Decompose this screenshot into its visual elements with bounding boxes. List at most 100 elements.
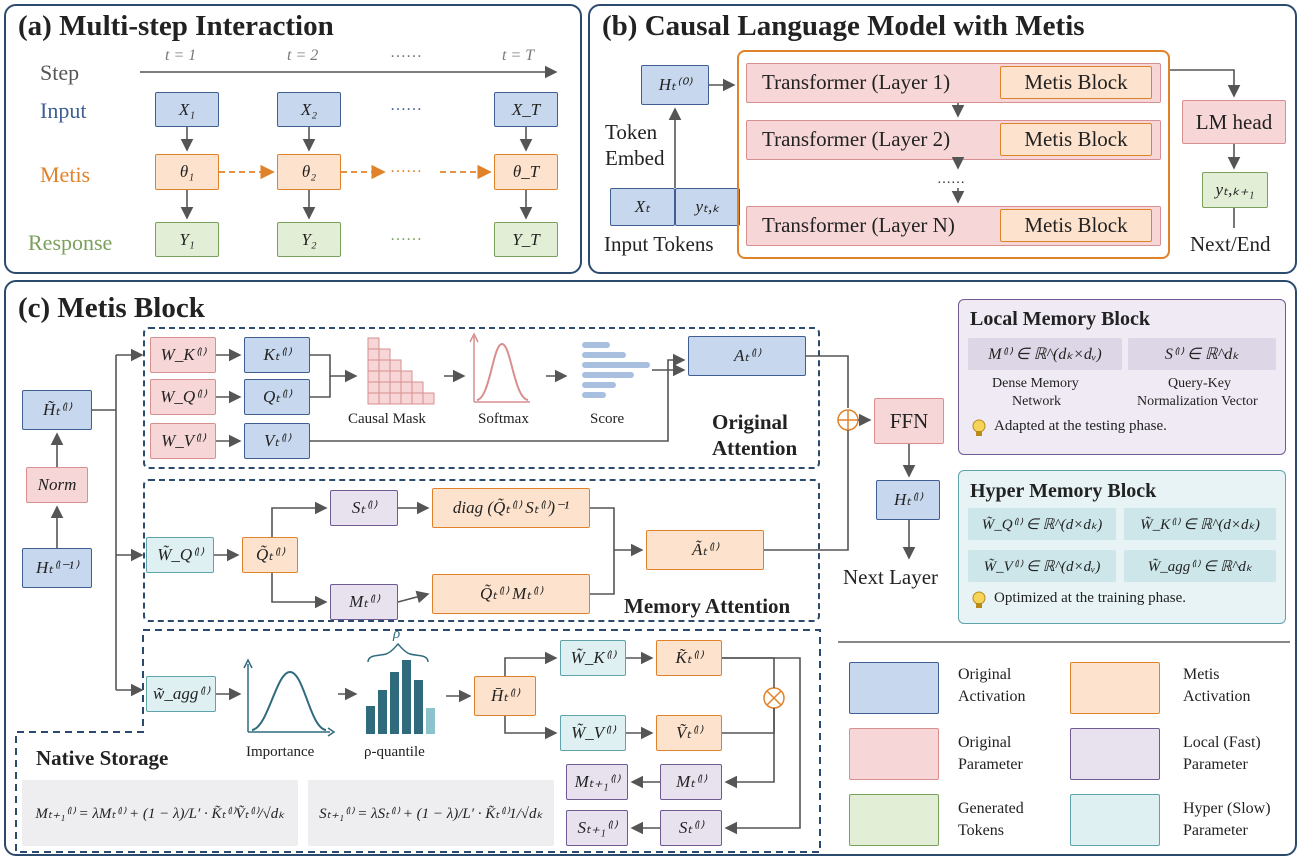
legend-swatch-original-parameter xyxy=(849,728,939,780)
s-box: Sₜ⁽ˡ⁾ xyxy=(330,490,398,526)
legend-label-original-activation-2: Activation xyxy=(958,688,1026,705)
input-tokens-label: Input Tokens xyxy=(604,232,714,256)
transformer-stack-frame xyxy=(737,50,1170,259)
step-label-1: t = 1 xyxy=(165,47,197,64)
metis-block-2: Metis Block xyxy=(1000,123,1152,156)
hyper-memory-wq: W̃_Q⁽ˡ⁾ ∈ ℝ^(d×dₖ) xyxy=(968,508,1116,540)
theta-1: θ₁ xyxy=(155,154,219,190)
v-tilde-box: Ṽₜ⁽ˡ⁾ xyxy=(656,715,722,751)
m-next-box: Mₜ₊₁⁽ˡ⁾ xyxy=(566,764,628,800)
output-yT: Y_T xyxy=(494,222,558,257)
next-layer-label: Next Layer xyxy=(843,565,939,589)
v-box: Vₜ⁽ˡ⁾ xyxy=(244,423,310,459)
qm-box: Q̃ₜ⁽ˡ⁾ Mₜ⁽ˡ⁾ xyxy=(432,574,590,614)
legend-label-local-parameter-2: Parameter xyxy=(1183,756,1248,773)
equation-s: Sₜ₊₁⁽ˡ⁾ = λSₜ⁽ˡ⁾ + (1 − λ)/L′ · K̃ₜ⁽ˡ⁾1/… xyxy=(308,780,554,846)
lm-head: LM head xyxy=(1182,100,1286,144)
h-tilde-box: H̃ₜ⁽ˡ⁾ xyxy=(22,390,92,430)
input-ellipsis: …… xyxy=(390,97,422,114)
legend-label-hyper-parameter-1: Hyper (Slow) xyxy=(1183,800,1271,817)
equation-m: Mₜ₊₁⁽ˡ⁾ = λMₜ⁽ˡ⁾ + (1 − λ)/L′ · K̃ₜ⁽ˡ⁾Ṽₜ… xyxy=(22,780,298,846)
rho-quantile-label: ρ-quantile xyxy=(364,744,425,760)
legend-swatch-metis-activation xyxy=(1070,662,1160,714)
output-ellipsis: …… xyxy=(390,227,422,244)
s-next-box: Sₜ₊₁⁽ˡ⁾ xyxy=(566,810,628,846)
step-label-2: t = 2 xyxy=(287,47,319,64)
panel-c-title: (c) Metis Block xyxy=(18,292,205,324)
panel-a xyxy=(4,4,582,274)
h-prev-box: Hₜ⁽ˡ⁻¹⁾ xyxy=(22,548,92,588)
step-ellipsis: …… xyxy=(390,44,422,61)
original-attention-label-1: Original xyxy=(712,410,788,434)
hyper-memory-note: Optimized at the training phase. xyxy=(994,590,1187,606)
hyper-memory-wagg: W̃_agg⁽ˡ⁾ ∈ ℝ^dₖ xyxy=(1124,550,1276,582)
hyper-memory-wv: W̃_V⁽ˡ⁾ ∈ ℝ^(d×dᵥ) xyxy=(968,550,1116,582)
hyper-memory-block xyxy=(958,470,1286,624)
hyper-memory-wk: W̃_K⁽ˡ⁾ ∈ ℝ^(d×dₖ) xyxy=(1124,508,1276,540)
hyper-memory-title: Hyper Memory Block xyxy=(970,480,1157,502)
w-agg-box: w̃_agg⁽ˡ⁾ xyxy=(146,676,216,712)
softmax-label: Softmax xyxy=(478,411,529,427)
token-embed-label-2: Embed xyxy=(605,146,665,170)
q-tilde-box: Q̃ₜ⁽ˡ⁾ xyxy=(242,537,298,573)
input-xT: X_T xyxy=(494,92,558,127)
k-box: Kₜ⁽ˡ⁾ xyxy=(244,337,310,373)
h0-box: Hₜ⁽⁰⁾ xyxy=(641,65,709,105)
legend-label-metis-activation-1: Metis xyxy=(1183,666,1220,683)
transformer-layer-1-label: Transformer (Layer 1) xyxy=(762,70,951,94)
output-y2: Y₂ xyxy=(277,222,341,257)
importance-label: Importance xyxy=(246,744,315,760)
legend-divider xyxy=(838,641,1290,643)
panel-a-title: (a) Multi-step Interaction xyxy=(18,10,334,42)
m-cur-box: Mₜ⁽ˡ⁾ xyxy=(660,764,722,800)
a-box: Aₜ⁽ˡ⁾ xyxy=(688,336,806,376)
diag-box: diag (Q̃ₜ⁽ˡ⁾ Sₜ⁽ˡ⁾)⁻¹ xyxy=(432,488,590,528)
wq-box: W_Q⁽ˡ⁾ xyxy=(150,379,216,415)
input-token-x: Xₜ xyxy=(610,188,675,226)
theta-2: θ₂ xyxy=(277,154,341,190)
wv-box: W_V⁽ˡ⁾ xyxy=(150,423,216,459)
original-attention-region xyxy=(143,327,820,469)
local-memory-note: Adapted at the testing phase. xyxy=(994,418,1167,434)
norm-box: Norm xyxy=(26,467,88,503)
transformer-layer-n-label: Transformer (Layer N) xyxy=(762,213,955,237)
score-label: Score xyxy=(590,411,625,427)
legend-label-generated-tokens-2: Tokens xyxy=(958,822,1004,839)
local-memory-block xyxy=(958,299,1286,455)
theta-ellipsis: …… xyxy=(390,159,422,176)
local-memory-s-desc-2: Normalization Vector xyxy=(1137,394,1258,409)
token-embed-label-1: Token xyxy=(605,120,658,144)
rho-label: ρ xyxy=(393,626,401,642)
input-x2: X₂ xyxy=(277,92,341,127)
row-label-metis: Metis xyxy=(40,162,91,187)
memory-attention-label: Memory Attention xyxy=(624,594,791,618)
legend-label-metis-activation-2: Activation xyxy=(1183,688,1251,705)
local-memory-m-desc-1: Dense Memory xyxy=(992,376,1079,391)
local-memory-title: Local Memory Block xyxy=(970,308,1150,330)
input-token-y: yₜ,ₖ xyxy=(675,188,740,226)
local-memory-s-formula: S⁽ˡ⁾ ∈ ℝ^dₖ xyxy=(1128,338,1276,370)
legend-swatch-local-parameter xyxy=(1070,728,1160,780)
row-label-input: Input xyxy=(40,98,87,123)
causal-mask-label: Causal Mask xyxy=(348,411,426,427)
legend-label-hyper-parameter-2: Parameter xyxy=(1183,822,1248,839)
native-storage-label: Native Storage xyxy=(36,746,169,770)
ffn-box: FFN xyxy=(874,398,944,444)
output-y1: Y₁ xyxy=(155,222,219,257)
legend-label-generated-tokens-1: Generated xyxy=(958,800,1024,817)
local-memory-m-formula: M⁽ˡ⁾ ∈ ℝ^(dₖ×dᵥ) xyxy=(968,338,1122,370)
panel-b-title: (b) Causal Language Model with Metis xyxy=(602,10,1085,42)
metis-block-n: Metis Block xyxy=(1000,209,1152,242)
legend-swatch-original-activation xyxy=(849,662,939,714)
h-bar-box: H̄ₜ⁽ˡ⁾ xyxy=(474,676,536,716)
input-x1: X₁ xyxy=(155,92,219,127)
